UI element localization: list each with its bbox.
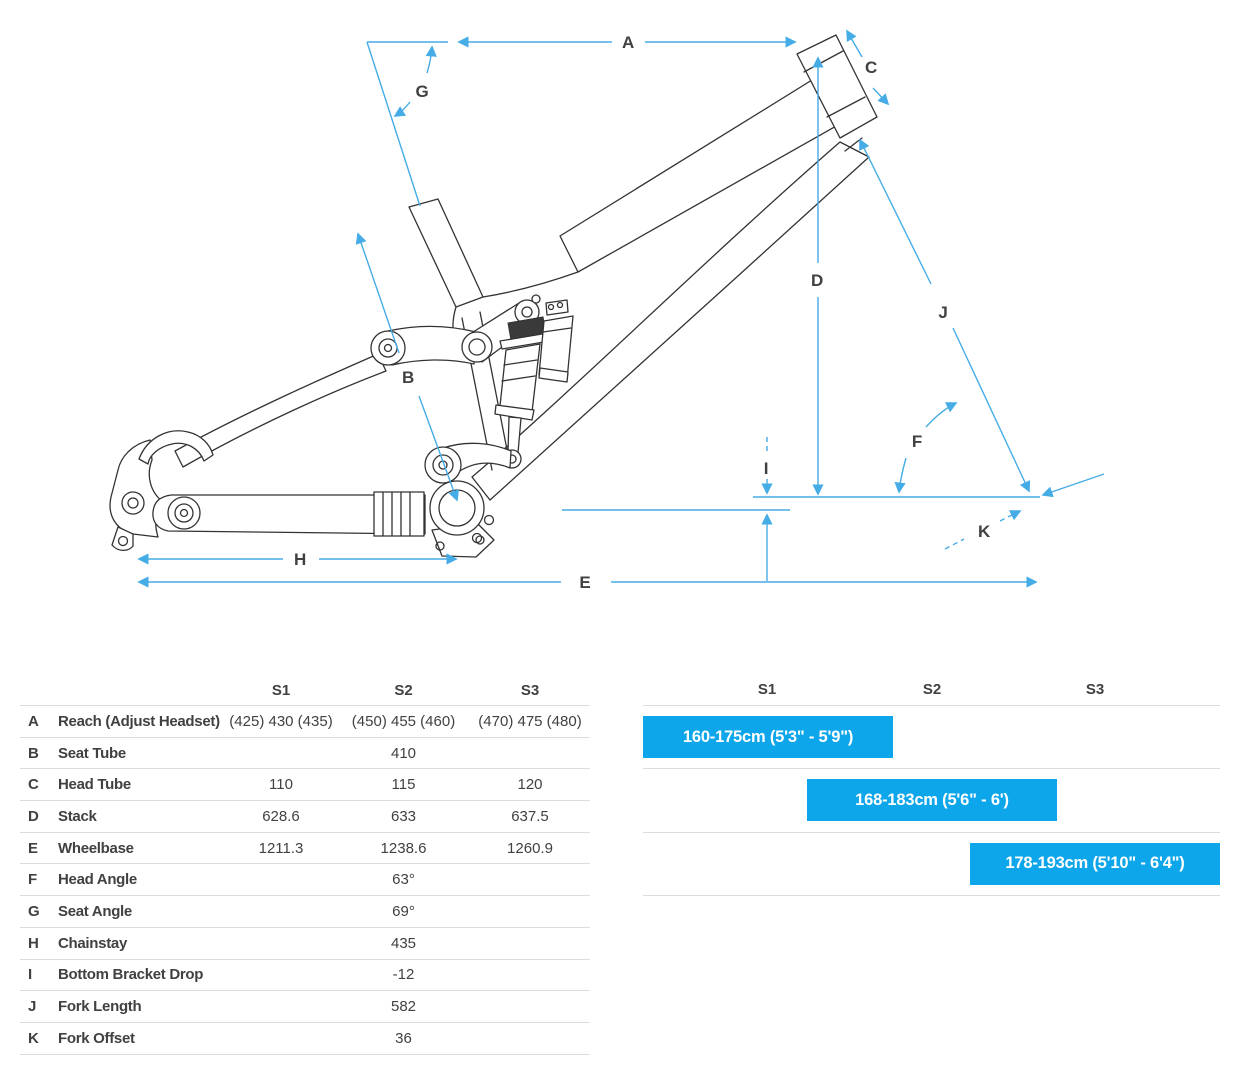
row-value-s2: 582 [390,998,417,1016]
dim-label-i: I [764,459,769,478]
row-label: Seat Angle [58,902,132,920]
bike-frame-drawing [109,34,878,558]
row-label: Fork Length [58,998,142,1016]
row-value-s3: 120 [517,776,543,794]
dim-label-e: E [579,573,590,592]
size-range-bar-s1: 160-175cm (5'3" - 5'9") [643,716,893,758]
row-label: Wheelbase [58,839,134,857]
row-value-s2: 69° [392,902,415,920]
row-letter: H [28,934,39,952]
row-value-s2: 115 [391,776,416,794]
size-row-s2: 168-183cm (5'6" - 6') [643,769,1220,833]
size-chart-header: S1 S2 S3 [643,676,1220,706]
chainstay [152,494,426,535]
table-row-head-tube: C Head Tube 110 115 120 [20,769,590,802]
dim-label-f: F [912,432,922,451]
geometry-table: S1 S2 S3 A Reach (Adjust Headset) (425) … [20,676,590,1055]
bottom-bracket [429,480,485,536]
rear-dropout [109,439,164,538]
row-letter: K [28,1029,39,1047]
rider-size-chart: S1 S2 S3 160-175cm (5'3" - 5'9") 168-183… [643,676,1220,896]
chainstay-yoke [373,491,425,537]
row-value-s2: 633 [390,807,417,825]
table-row-seat-tube: B Seat Tube 410 [20,738,590,770]
row-letter: I [28,966,33,984]
dim-label-j: J [938,303,947,322]
row-label: Seat Tube [58,744,126,762]
col-header-s3: S3 [520,682,540,699]
seat-tube [408,198,484,308]
table-row-chainstay: H Chainstay 435 [20,928,590,960]
col-header-s1: S1 [271,682,291,699]
dim-label-a: A [622,33,634,52]
dim-label-g: G [415,82,428,101]
size-range-bar-s2: 168-183cm (5'6" - 6') [807,779,1057,822]
row-letter: J [28,998,37,1016]
table-row-seat-angle: G Seat Angle 69° [20,896,590,928]
size-row-s1: 160-175cm (5'3" - 5'9") [643,706,1220,770]
row-letter: A [28,712,39,730]
table-row-fork-offset: K Fork Offset 36 [20,1023,590,1055]
dim-label-h: H [294,550,306,569]
row-value-s1: (425) 430 (435) [229,712,333,730]
size-range-bar-s3: 178-193cm (5'10" - 6'4") [970,842,1220,885]
col-header-s2: S2 [394,682,413,699]
row-label: Stack [58,807,97,825]
table-row-stack: D Stack 628.6 633 637.5 [20,801,590,833]
row-value-s1: 1211.3 [258,839,304,857]
rear-axle [121,491,145,515]
size-header-s3: S3 [1085,681,1105,698]
row-label: Fork Offset [58,1029,135,1047]
row-value-s3: 637.5 [511,807,549,825]
pivot-bearing [370,330,406,366]
seat-stay [174,353,387,468]
row-value-s2: 36 [395,1029,412,1047]
row-value-s2: (450) 455 (460) [351,712,456,730]
row-value-s2: 1238.6 [380,839,427,857]
dim-label-d: D [811,271,823,290]
row-letter: E [28,839,39,857]
dimension-lines [137,29,1105,588]
top-tube [559,79,839,273]
dimension-labels: A G C B D J F I K H E [294,33,991,592]
dropout-arch [138,430,214,465]
table-row-wheelbase: E Wheelbase 1211.3 1238.6 1260.9 [20,833,590,865]
row-label: Head Angle [58,871,137,889]
row-label: Reach (Adjust Headset) [58,712,220,730]
table-row-head-angle: F Head Angle 63° [20,864,590,897]
rocker-link [387,325,477,366]
down-tube [471,141,870,501]
row-value-s3: 1260.9 [507,839,553,857]
row-letter: C [28,776,39,794]
dim-label-c: C [865,58,877,77]
row-value-s1: 628.6 [262,807,300,825]
row-value-s2: 410 [390,744,417,762]
row-value-s3: (470) 475 (480) [478,712,582,730]
row-letter: B [28,744,39,762]
table-row-bb-drop: I Bottom Bracket Drop -12 [20,960,590,992]
size-header-s2: S2 [922,681,942,698]
geometry-table-header: S1 S2 S3 [20,676,590,706]
row-label: Chainstay [58,934,127,952]
row-letter: D [28,807,39,825]
row-letter: G [28,902,40,920]
table-row-reach: A Reach (Adjust Headset) (425) 430 (435)… [20,706,590,738]
size-row-s3: 178-193cm (5'10" - 6'4") [643,833,1220,896]
row-letter: F [28,871,38,889]
dim-label-b: B [402,368,414,387]
row-value-s2: 63° [392,871,415,889]
row-value-s2: -12 [392,966,415,984]
rear-shock [494,294,574,469]
row-value-s1: 110 [269,776,293,794]
dim-label-k: K [978,522,991,541]
row-value-s2: 435 [390,934,417,952]
geometry-diagram: A G C B D J F I K H E [109,29,1105,592]
table-row-fork-length: J Fork Length 582 [20,991,590,1023]
size-header-s1: S1 [757,681,777,698]
row-label: Bottom Bracket Drop [58,966,204,984]
row-label: Head Tube [58,776,131,794]
